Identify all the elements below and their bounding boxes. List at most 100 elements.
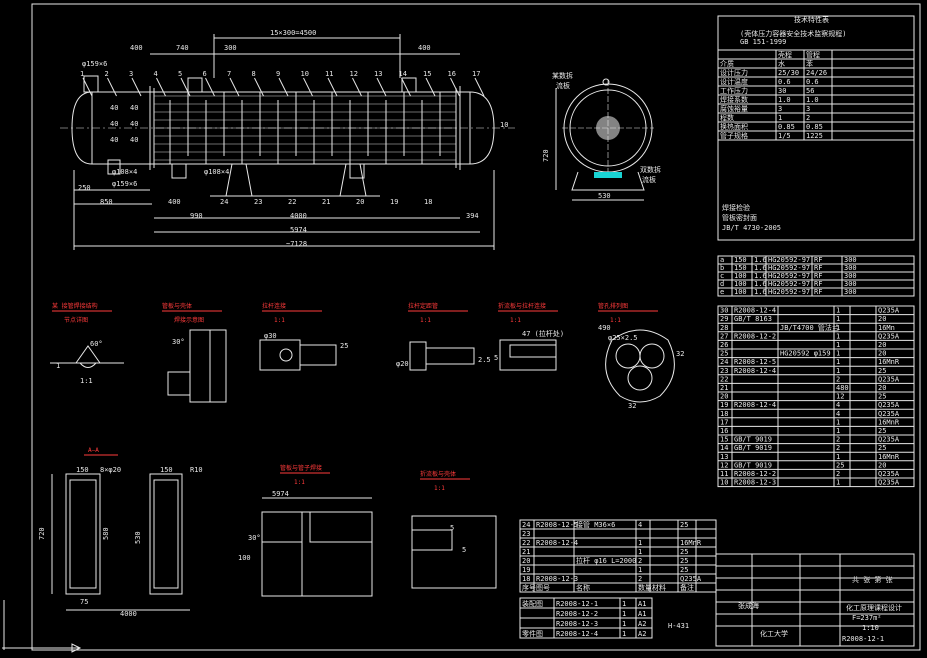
lower-5a: 5 bbox=[450, 524, 454, 532]
table-cell: 换热面积 bbox=[720, 122, 748, 131]
table-cell: 1 bbox=[836, 307, 840, 315]
table-cell: 4 bbox=[836, 410, 840, 418]
title-equipment: F=237m² bbox=[852, 614, 882, 622]
table-cell: 22 bbox=[522, 539, 530, 547]
table-cell: 20 bbox=[878, 341, 886, 349]
table-cell: HG20592-97 bbox=[768, 264, 810, 272]
plate-angle: 30° bbox=[172, 338, 185, 346]
baffle-note: 47 (拉杆处) bbox=[522, 329, 564, 338]
table-cell: 100 bbox=[734, 272, 747, 280]
table-cell: R2008-12-2 bbox=[734, 332, 776, 340]
spec-note: 焊接检验 bbox=[722, 203, 750, 212]
table-cell: a bbox=[720, 256, 724, 264]
part-number-top: 2 bbox=[105, 70, 109, 78]
table-cell: 0.6 bbox=[806, 78, 819, 86]
table-cell: 18 bbox=[522, 575, 530, 583]
table-cell: GB/T 9019 bbox=[734, 461, 772, 469]
table-cell: R2008-12-3 bbox=[734, 479, 776, 487]
section-right-530: 530 bbox=[134, 531, 142, 544]
section-right-150: 150 bbox=[160, 466, 173, 474]
side-dim: 40 bbox=[110, 136, 118, 144]
lower-5974: 5974 bbox=[272, 490, 289, 498]
title-company: 化工大学 bbox=[760, 629, 788, 638]
title-drawing-code: H-431 bbox=[668, 622, 689, 630]
lower-detail-title: 管板与管子焊接 bbox=[280, 464, 322, 472]
table-cell: 2 bbox=[806, 114, 810, 122]
nozzle-label-3: φ159×6 bbox=[112, 180, 137, 188]
part-number-bottom: 20 bbox=[356, 198, 364, 206]
spec-table: 技术特性表(壳体压力容器安全技术监察规程)GB 151-1999壳程管程介质水苯… bbox=[717, 15, 915, 241]
table-cell: 2 bbox=[836, 375, 840, 383]
table-cell: 16MnR bbox=[878, 358, 900, 366]
table-cell: GB/T 8163 bbox=[734, 315, 772, 323]
table-cell: 工作压力 bbox=[720, 86, 748, 95]
table-cell: 25/30 bbox=[778, 69, 799, 77]
section-720: 720 bbox=[38, 527, 46, 540]
table-cell: 2 bbox=[638, 557, 642, 565]
table-cell: 苯 bbox=[806, 59, 813, 68]
table-cell: 3 bbox=[778, 105, 782, 113]
table-cell: Q235A bbox=[878, 332, 900, 340]
table-cell: 1.0 bbox=[806, 96, 819, 104]
table-cell: 22 bbox=[720, 375, 728, 383]
table-cell: 0.85 bbox=[806, 123, 823, 131]
lower-detail-title: 折流板与壳体 bbox=[420, 470, 456, 478]
table-cell: R2008-12-2 bbox=[556, 610, 598, 618]
table-cell: 3 bbox=[806, 105, 810, 113]
table-cell: R2008-12-2 bbox=[734, 470, 776, 478]
lower-detail-scale: 1:1 bbox=[434, 485, 445, 492]
side-view: 530 720 某数拆 流板 双数拆 流板 bbox=[542, 71, 661, 201]
table-cell: R2008-12-5 bbox=[536, 521, 578, 529]
table-cell: Q235A bbox=[878, 479, 900, 487]
section-a-a: A—A 720 580 150 8×φ20 75 4000 150 R10 53… bbox=[38, 447, 203, 618]
detail-title: 拉杆定距管 bbox=[408, 302, 438, 310]
detail-title: 折流板与拉杆连接 bbox=[498, 302, 546, 310]
table-cell: JB/T4700 管法兰 bbox=[780, 323, 839, 332]
table-cell: 25 bbox=[680, 557, 688, 565]
table-cell: RF bbox=[814, 272, 822, 280]
table-cell: 1 bbox=[836, 479, 840, 487]
table-cell: 1.6 bbox=[754, 272, 767, 280]
table-cell: 备注 bbox=[680, 583, 694, 592]
detail-scale: 1:1 bbox=[510, 317, 521, 324]
table-cell: 1.6 bbox=[754, 288, 767, 296]
table-cell: 56 bbox=[806, 87, 814, 95]
table-cell: 11 bbox=[720, 470, 728, 478]
title-scale: 1:10 bbox=[862, 624, 879, 632]
table-cell: 20 bbox=[878, 384, 886, 392]
table-cell: Q235A bbox=[878, 307, 900, 315]
part-number-top: 1 bbox=[80, 70, 84, 78]
dim-5974: 5974 bbox=[290, 226, 307, 234]
lower-details: 5974 100 30° 5 5 bbox=[238, 490, 497, 597]
dim-400-b: 400 bbox=[168, 198, 181, 206]
table-cell: 序号 bbox=[522, 583, 536, 592]
table-cell: RF bbox=[814, 288, 822, 296]
ucs-icon bbox=[2, 600, 82, 653]
table-cell: R2008-12-4 bbox=[734, 307, 776, 315]
table-cell: 4 bbox=[836, 401, 840, 409]
table-cell: 20 bbox=[720, 393, 728, 401]
table-cell: 1 bbox=[638, 548, 642, 556]
table-cell: c bbox=[720, 272, 724, 280]
dim-300: 300 bbox=[224, 44, 237, 52]
table-cell: 2 bbox=[836, 436, 840, 444]
lower-100: 100 bbox=[238, 554, 251, 562]
spec-header: 技术特性表 bbox=[794, 15, 829, 24]
table-cell: 24 bbox=[522, 521, 530, 529]
table-cell: 4 bbox=[638, 521, 642, 529]
table-cell: Q235A bbox=[878, 470, 900, 478]
table-cell: 300 bbox=[844, 264, 857, 272]
table-cell: 1 bbox=[622, 610, 626, 618]
table-cell: 1 bbox=[638, 566, 642, 574]
tube-size: φ25×2.5 bbox=[608, 334, 638, 342]
dim-right-10: 10 bbox=[500, 121, 508, 129]
table-cell: 30 bbox=[778, 87, 786, 95]
table-cell: 480 bbox=[836, 384, 849, 392]
part-number-bottom: 24 bbox=[220, 198, 228, 206]
table-cell: GB/T 9019 bbox=[734, 444, 772, 452]
part-number-top: 3 bbox=[129, 70, 133, 78]
table-cell: 1 bbox=[836, 367, 840, 375]
